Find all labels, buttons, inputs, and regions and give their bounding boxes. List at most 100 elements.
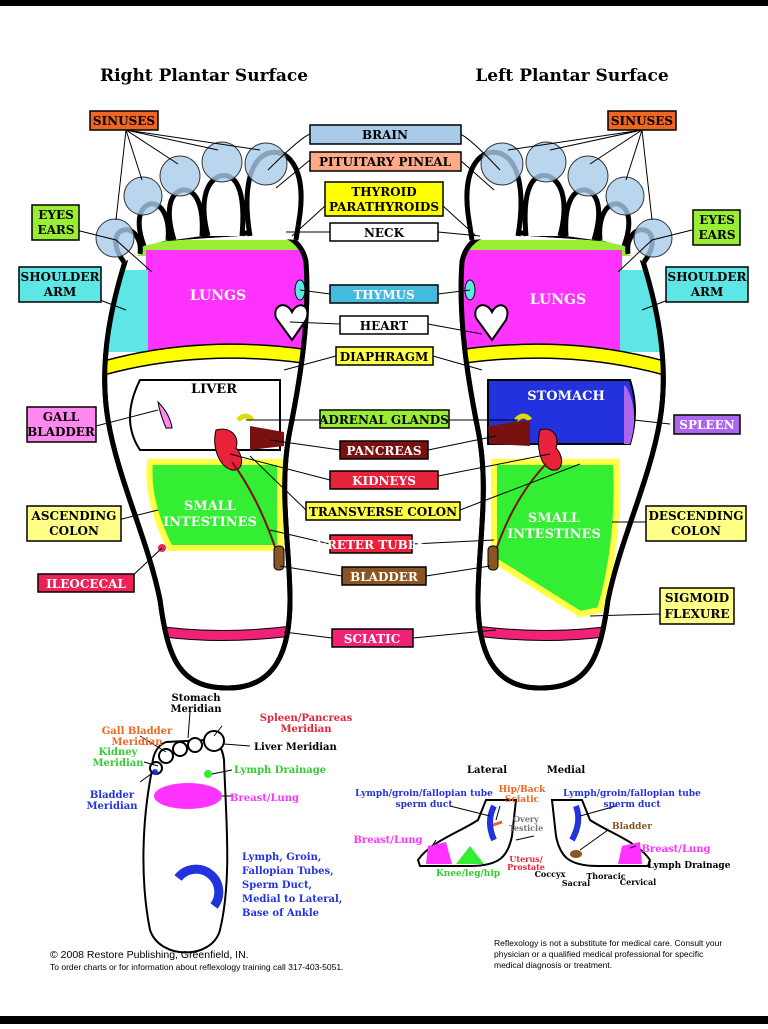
meridian-lymph: Lymph Drainage <box>234 765 326 776</box>
label-parathyroids: PARATHYROIDS <box>329 200 439 214</box>
left-toe-3 <box>563 187 602 241</box>
left-kidney <box>538 428 562 471</box>
right-toe-3 <box>166 187 205 241</box>
side-lymph-lateral-2: sperm duct <box>396 800 454 810</box>
label-ears-right: EARS <box>37 223 74 237</box>
medial-bladder-zone <box>570 850 582 858</box>
label-descending: DESCENDING <box>648 509 743 523</box>
footer-disclaimer-2: physician or a qualified medical profess… <box>494 949 704 959</box>
right-gall-bladder <box>157 400 173 429</box>
label-ileocecal: ILEOCECAL <box>46 577 126 591</box>
label-transverse: TRANSVERSE COLON <box>309 505 457 519</box>
meridian-spleen-2: Meridian <box>280 724 332 735</box>
side-breast-medial: Breast/Lung <box>641 844 710 855</box>
meridian-diagram: Stomach Meridian Gall Bladder Meridian S… <box>86 693 353 954</box>
meridian-liver: Liver Meridian <box>254 742 338 753</box>
label-adrenal: ADRENAL GLANDS <box>318 413 449 427</box>
label-gall-bladder: BLADDER <box>27 425 96 439</box>
right-lungs-zone <box>146 250 306 350</box>
label-bladder: BLADDER <box>350 570 419 584</box>
label-sinuses-left: SINUSES <box>611 114 673 128</box>
label-pituitary: PITUITARY PINEAL <box>319 155 452 169</box>
left-small-text-2: INTESTINES <box>507 527 601 542</box>
right-lungs-text: LUNGS <box>190 288 246 304</box>
right-pancreas <box>250 426 284 450</box>
footer-order: To order charts or for information about… <box>50 962 343 972</box>
label-shoulder-right: SHOULDER <box>21 270 101 284</box>
meridian-bladder-dot <box>152 769 158 775</box>
side-breast-lateral: Breast/Lung <box>353 835 422 846</box>
footer-disclaimer-3: medical diagnosis or treatment. <box>494 960 612 970</box>
side-lateral: Lateral <box>467 765 507 776</box>
label-descending-colon: COLON <box>671 524 721 538</box>
meridian-stomach-2: Meridian <box>170 704 222 715</box>
stomach-text: STOMACH <box>527 389 605 404</box>
label-spleen: SPLEEN <box>679 418 734 432</box>
side-hip-1: Hip/Back <box>499 785 546 795</box>
right-foot-title: Right Plantar Surface <box>100 66 308 86</box>
meridian-big-toe <box>203 730 225 752</box>
side-hip-2: Sciatic <box>505 795 540 805</box>
side-lymph-medial-2: sperm duct <box>604 800 662 810</box>
right-small-text-1: SMALL <box>184 499 236 514</box>
left-pancreas <box>488 420 530 446</box>
medial-lymph-arc <box>569 804 582 842</box>
left-small-text-1: SMALL <box>528 511 580 526</box>
meridian-groin-1: Lymph, Groin, <box>242 852 321 863</box>
side-lymph-medial-1: Lymph/groin/fallopian tube <box>563 789 701 799</box>
right-foot: LUNGS LIVER SMALL INTESTINES <box>95 141 310 691</box>
lateral-knee-zone <box>456 846 484 864</box>
label-sigmoid: SIGMOID <box>665 591 729 605</box>
label-sinuses-right: SINUSES <box>93 114 155 128</box>
label-sciatic: SCIATIC <box>344 632 401 646</box>
bottom-border <box>0 1016 768 1024</box>
meridian-groin-2: Fallopian Tubes, <box>242 866 334 877</box>
meridian-groin-4: Medial to Lateral, <box>242 894 342 905</box>
side-coccyx: Coccyx <box>535 869 566 879</box>
right-sinus-circles <box>95 141 288 258</box>
meridian-lymph-dot <box>204 770 212 778</box>
side-thoracic: Thoracic <box>586 871 625 881</box>
left-diaphragm-band <box>461 343 664 377</box>
label-flexure: FLEXURE <box>665 607 730 621</box>
label-eyes-left: EYES <box>699 213 735 227</box>
right-diaphragm-band <box>104 343 307 377</box>
label-gall: GALL <box>43 410 80 424</box>
connector-lines <box>75 129 693 639</box>
label-diaphragm: DIAPHRAGM <box>340 350 429 364</box>
left-bladder <box>487 545 499 571</box>
lateral-breast-zone <box>426 842 452 864</box>
left-foot-title: Left Plantar Surface <box>475 66 668 86</box>
side-medial: Medial <box>547 765 586 776</box>
label-ureter: URETER TUBES <box>316 538 425 552</box>
left-lungs-text: LUNGS <box>530 292 586 308</box>
side-knee: Knee/leg/hip <box>436 869 500 879</box>
side-cervical: Cervical <box>620 877 656 887</box>
meridian-groin-5: Base of Ankle <box>242 908 319 919</box>
meridian-stomach-1: Stomach <box>172 693 222 704</box>
label-kidneys: KIDNEYS <box>352 474 416 488</box>
meridian-bladder-1: Bladder <box>90 790 135 801</box>
label-heart: HEART <box>360 319 409 333</box>
label-ascending-colon: COLON <box>49 524 99 538</box>
right-toe-2 <box>201 172 246 237</box>
meridian-toe-3 <box>172 741 188 757</box>
label-thymus: THYMUS <box>353 288 414 302</box>
side-view-diagram: Lateral Medial Lymph/groin/fallopian tub… <box>353 765 730 888</box>
side-overy-2: Testicle <box>509 823 543 833</box>
meridian-toe-2 <box>187 737 203 753</box>
side-labels: SINUSES SINUSES EYES EARS EYES EARS SHOU… <box>18 110 749 625</box>
footer-copyright: © 2008 Restore Publishing, Greenfield, I… <box>50 949 249 961</box>
label-ears-left: EARS <box>698 228 735 242</box>
meridian-breast: Breast/Lung <box>230 793 299 804</box>
label-eyes-right: EYES <box>38 208 74 222</box>
label-thyroid: THYROID <box>351 185 416 199</box>
left-intestine-zone <box>491 459 620 618</box>
side-sacral: Sacral <box>562 878 590 888</box>
side-overy-1: Overy <box>513 814 539 824</box>
left-heart <box>474 304 509 342</box>
meridian-bladder-2: Meridian <box>86 801 138 812</box>
lateral-lymph-arc <box>487 804 497 842</box>
